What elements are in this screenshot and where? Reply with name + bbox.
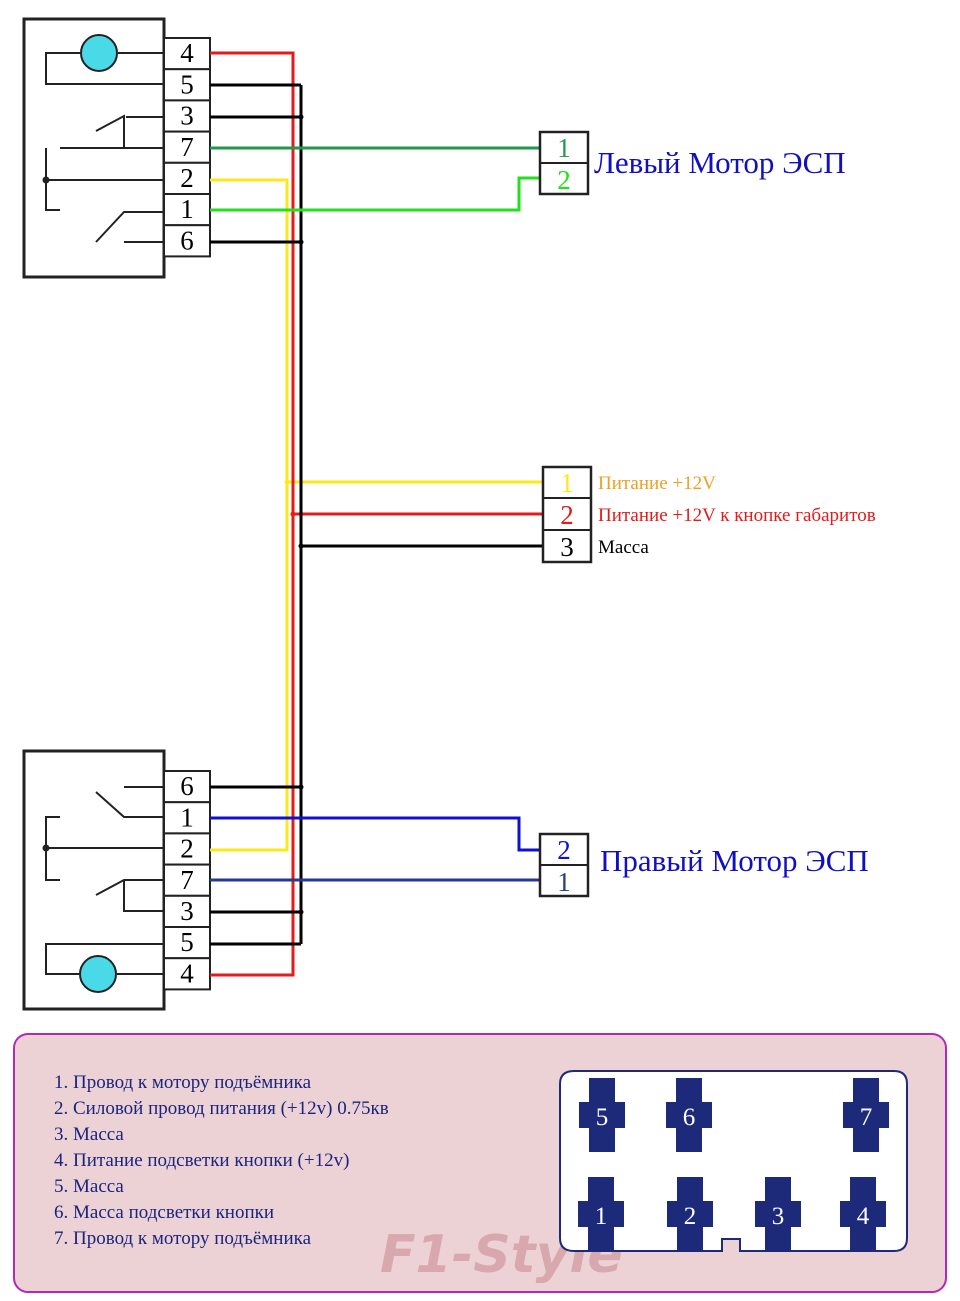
wire-red-backlight: [210, 51, 295, 977]
connector-terminal-2: 2: [667, 1177, 713, 1251]
connector-terminal-4: 4: [840, 1177, 886, 1251]
terminal-shape: [843, 1078, 889, 1152]
connector-terminal-7: 7: [843, 1078, 889, 1152]
terminal-shape: [579, 1078, 625, 1152]
legend-item: 6. Масса подсветки кнопки: [54, 1202, 274, 1223]
terminal-number: 4: [857, 1203, 870, 1230]
right-motor-label: Правый Мотор ЭСП: [600, 843, 869, 878]
connector-face-outline: [559, 1070, 908, 1252]
terminal-number: 3: [772, 1203, 785, 1230]
top-switch-lamp-icon: [80, 34, 118, 72]
top-switch-pin-7: 7: [180, 132, 194, 162]
connector-face: 5 6 7 1 2 3 4: [559, 1070, 908, 1252]
terminal-shape: [578, 1177, 624, 1251]
wire-green-left-motor: [210, 176, 540, 212]
bottom-switch-pin-5: 5: [180, 927, 194, 957]
bottom-switch-pin-3: 3: [180, 896, 194, 926]
legend-panel: F1-Style 1. Провод к мотору подъёмника2.…: [13, 1033, 947, 1293]
right-motor-pin-1: 1: [557, 867, 571, 897]
power-label-3: Масса: [598, 537, 649, 558]
terminal-shape: [840, 1177, 886, 1251]
top-switch-pin-1: 1: [180, 194, 194, 224]
terminal-number: 5: [596, 1104, 609, 1131]
bottom-switch-pin-4: 4: [180, 958, 194, 988]
wire-junction-dot: [284, 479, 290, 485]
terminal-number: 6: [683, 1104, 696, 1131]
legend-list: 1. Провод к мотору подъёмника 2. Силовой …: [54, 1072, 389, 1249]
top-switch-pin-4: 4: [180, 38, 194, 68]
terminal-number: 7: [860, 1104, 873, 1131]
wire-junction-dot: [298, 909, 304, 915]
legend-item: 4. Питание подсветки кнопки (+12v): [54, 1150, 349, 1171]
top-switch-junction: [42, 176, 50, 184]
legend-item: 2. Силовой провод питания (+12v) 0.75кв: [54, 1098, 389, 1119]
wire-junction-dot: [290, 511, 296, 517]
connector-terminal-3: 3: [755, 1177, 801, 1251]
left-motor-pin-1: 1: [557, 133, 571, 163]
power-connector: 1 2 3 Питание +12V Питание +12V к кнопке…: [541, 465, 876, 564]
top-switch-lamp-circuit: [45, 52, 164, 85]
bottom-switch-pin-1: 1: [180, 802, 194, 832]
connector-terminals: 5 6 7 1 2 3 4: [578, 1078, 889, 1251]
legend-item: 7. Провод к мотору подъёмника: [54, 1228, 312, 1249]
terminal-shape: [755, 1177, 801, 1251]
wires: [210, 51, 543, 977]
top-switch-pin-5: 5: [180, 69, 194, 99]
top-switch-pin-3: 3: [180, 101, 194, 131]
top-switch-contacts: [45, 114, 164, 243]
left-motor-pin-2: 2: [557, 165, 571, 195]
wire-junction-dot: [298, 784, 304, 790]
legend-item: 1. Провод к мотору подъёмника: [54, 1072, 312, 1093]
power-label-2: Питание +12V к кнопке габаритов: [598, 505, 876, 526]
bottom-switch-pin-2: 2: [180, 834, 194, 864]
power-pin-1: 1: [560, 468, 574, 498]
right-motor-pin-2: 2: [557, 835, 571, 865]
power-label-1: Питание +12V: [598, 473, 716, 494]
terminal-shape: [667, 1177, 713, 1251]
wire-junction-dot: [298, 543, 304, 549]
legend-item: 5. Масса: [54, 1176, 124, 1197]
power-pin-3: 3: [560, 532, 574, 562]
left-motor-connector: 1 2 Левый Мотор ЭСП: [538, 130, 846, 196]
left-motor-label: Левый Мотор ЭСП: [594, 145, 846, 180]
wire-yellow-power: [210, 178, 289, 852]
wire-junction-dot: [298, 114, 304, 120]
wire-junction-dot: [298, 239, 304, 245]
bottom-switch-pin-box-4: [163, 957, 211, 991]
terminal-number: 1: [595, 1203, 608, 1230]
bottom-switch-pin-7: 7: [180, 865, 194, 895]
connector-terminal-1: 1: [578, 1177, 624, 1251]
bottom-switch-lamp-icon: [79, 955, 117, 993]
wire-blue-right-motor: [210, 816, 540, 852]
top-switch-pin-6: 6: [180, 225, 194, 255]
connector-terminal-5: 5: [579, 1078, 625, 1152]
power-connector-body: [541, 465, 593, 564]
terminal-number: 2: [684, 1203, 697, 1230]
bottom-switch-lamp-circuit: [45, 943, 164, 975]
connector-terminal-6: 6: [666, 1078, 712, 1152]
power-pin-2: 2: [560, 500, 574, 530]
terminal-shape: [666, 1078, 712, 1152]
bottom-switch-pin-6: 6: [180, 771, 194, 801]
legend-item: 3. Масса: [54, 1124, 124, 1145]
right-motor-connector: 2 1 Правый Мотор ЭСП: [538, 832, 869, 898]
bottom-switch-junction: [42, 844, 50, 852]
top-switch-pin-2: 2: [180, 163, 194, 193]
